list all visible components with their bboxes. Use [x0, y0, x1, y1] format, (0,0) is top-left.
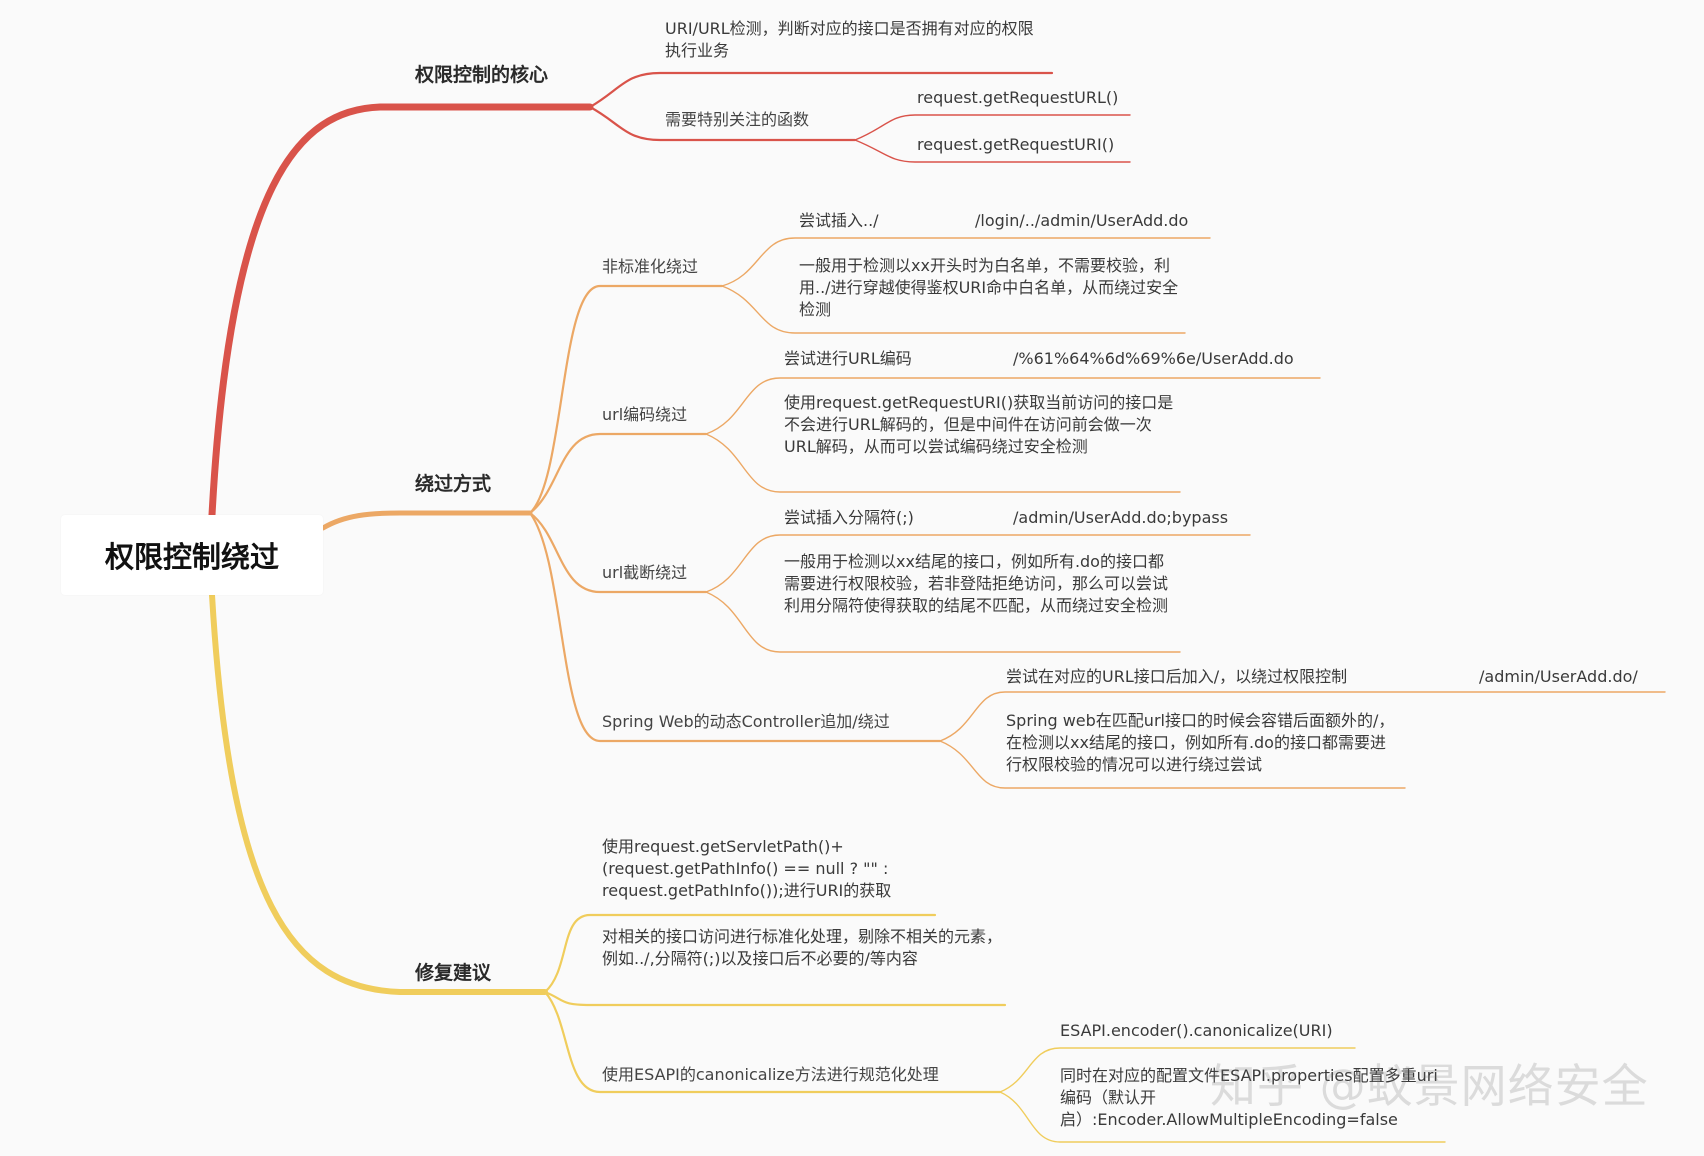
node-nonstd-desc: 一般用于检测以xx开头时为白名单，不需要校验，利用../进行穿越使得鉴权URI命…	[799, 256, 1179, 320]
edge-spring-desc	[939, 740, 1406, 789]
edge-bypass-spring	[528, 511, 942, 743]
node-core: 权限控制的核心	[415, 64, 549, 86]
node-fix-esapi: 使用ESAPI的canonicalize方法进行规范化处理	[602, 1065, 939, 1084]
edge-nonstd-try	[721, 237, 1211, 287]
edge-core-desc	[588, 71, 1054, 109]
node-trunc-try: 尝试插入分隔符(;)	[784, 508, 914, 527]
node-nonstd: 非标准化绕过	[602, 257, 699, 276]
edge-bypass-urlenc	[528, 432, 708, 515]
edge-esapi-c2	[999, 1091, 1446, 1143]
edge-core-funcs	[588, 105, 857, 142]
edge-bypass-nonstd	[528, 284, 724, 515]
edge-funcs-f1	[854, 114, 1131, 141]
edge-spring-try	[939, 691, 1666, 742]
node-urlenc-try: 尝试进行URL编码	[784, 349, 912, 368]
node-fix-s1: 使用request.getServletPath()+(request.getP…	[602, 837, 892, 901]
edge-fix-s2	[543, 990, 1007, 1007]
edge-trunc-desc	[705, 591, 1181, 653]
node-nonstd-example: /login/../admin/UserAdd.do	[975, 211, 1189, 230]
watermark: 知乎 @蚁景网络安全	[1210, 1059, 1649, 1113]
node-esapi-c1: ESAPI.encoder().canonicalize(URI)	[1060, 1021, 1333, 1040]
node-spring-desc: Spring web在匹配url接口的时候会容错后面额外的/，在检测以xx结尾的…	[1006, 711, 1395, 775]
node-nonstd-try: 尝试插入../	[799, 211, 879, 230]
node-urlenc: url编码绕过	[602, 405, 688, 424]
edge-urlenc-desc	[705, 433, 1181, 493]
edge-trunc-try	[705, 534, 1251, 593]
edge-bypass-trunc	[528, 511, 708, 594]
node-esapi-c2: 同时在对应的配置文件ESAPI.properties配置多重uri编码（默认开启…	[1060, 1066, 1438, 1130]
node-spring-try: 尝试在对应的URL接口后加入/，以绕过权限控制	[1006, 667, 1348, 686]
root-label: 权限控制绕过	[104, 540, 279, 574]
node-spring-example: /admin/UserAdd.do/	[1479, 667, 1638, 686]
node-core-funcs: 需要特别关注的函数	[665, 110, 810, 129]
node-trunc: url截断绕过	[602, 563, 688, 582]
edge-root-core	[208, 103, 594, 519]
node-trunc-example: /admin/UserAdd.do;bypass	[1013, 508, 1229, 527]
edge-fix-s1	[543, 913, 937, 994]
root-node: 权限控制绕过	[61, 515, 323, 595]
edge-fix-esapi	[543, 990, 1002, 1094]
node-fix-s2: 对相关的接口访问进行标准化处理，剔除不相关的元素，例如../,分隔符(;)以及接…	[602, 927, 1003, 969]
node-urlenc-desc: 使用request.getRequestURI()获取当前访问的接口是不会进行U…	[784, 393, 1174, 457]
edge-funcs-f2	[854, 139, 1131, 163]
node-urlenc-example: /%61%64%6d%69%6e/UserAdd.do	[1013, 349, 1294, 368]
node-trunc-desc: 一般用于检测以xx结尾的接口，例如所有.do的接口都需要进行权限校验，若非登陆拒…	[784, 552, 1169, 616]
node-func-uri: request.getRequestURI()	[917, 135, 1115, 154]
edge-urlenc-try	[705, 377, 1321, 435]
node-spring: Spring Web的动态Controller追加/绕过	[602, 712, 890, 731]
node-bypass: 绕过方式	[415, 473, 492, 495]
node-func-url: request.getRequestURL()	[917, 88, 1119, 107]
node-fix: 修复建议	[415, 962, 492, 984]
edge-nonstd-desc	[721, 285, 1186, 334]
edge-root-bypass	[320, 510, 533, 531]
node-core-desc: URI/URL检测，判断对应的接口是否拥有对应的权限执行业务	[665, 19, 1034, 61]
edge-esapi-c1	[999, 1047, 1356, 1093]
edge-root-fix	[209, 592, 548, 995]
